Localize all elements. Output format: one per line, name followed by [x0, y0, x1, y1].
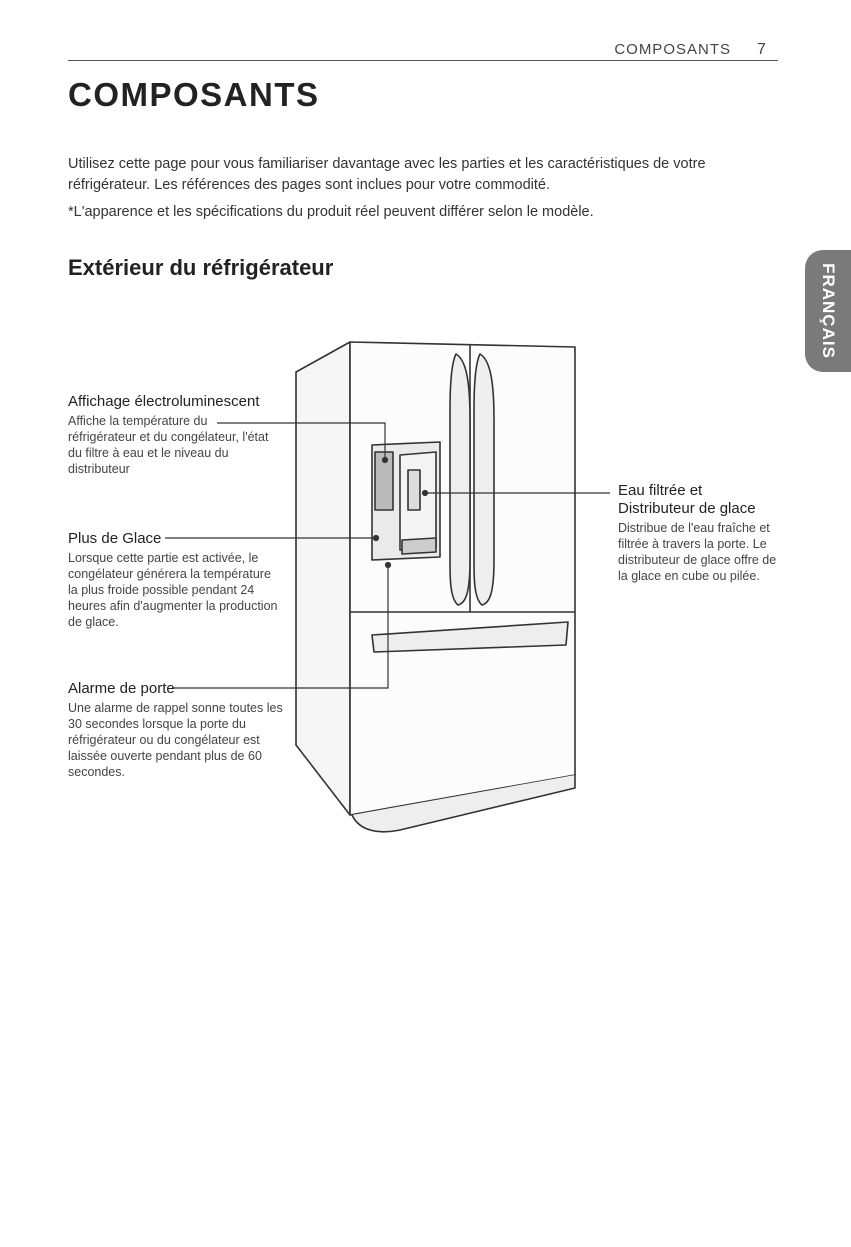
callout-display-title: Affichage électroluminescent	[68, 393, 260, 410]
callout-display-description: Affiche la température du réfrigérateur …	[68, 414, 269, 476]
header-rule	[68, 60, 778, 61]
page-number: 7	[757, 41, 766, 58]
callout-door-alarm: Alarme de porte Une alarme de rappel son…	[68, 680, 288, 780]
callout-display: Affichage électroluminescent Affiche la …	[68, 393, 278, 477]
intro-note: *L'apparence et les spécifications du pr…	[68, 204, 594, 220]
language-tab: FRANÇAIS	[805, 250, 851, 372]
callout-leader-lines	[165, 422, 610, 689]
running-header-title: COMPOSANTS	[614, 41, 731, 58]
callout-ice-plus-description: Lorsque cette partie est activée, le con…	[68, 551, 278, 629]
page-title: COMPOSANTS	[68, 76, 320, 113]
section-title: Extérieur du réfrigérateur	[68, 255, 334, 280]
callout-water-dispenser: Eau filtrée et Distributeur de glace Dis…	[618, 482, 783, 584]
callout-water-dispenser-description: Distribue de l'eau fraîche et filtrée à …	[618, 521, 777, 583]
callout-door-alarm-description: Une alarme de rappel sonne toutes les 30…	[68, 701, 283, 779]
callout-door-alarm-title: Alarme de porte	[68, 680, 175, 697]
intro-paragraph: Utilisez cette page pour vous familiaris…	[68, 156, 706, 193]
callout-water-dispenser-title: Eau filtrée et Distributeur de glace	[618, 482, 756, 517]
callout-ice-plus-title: Plus de Glace	[68, 530, 162, 547]
intro-text: Utilisez cette page pour vous familiaris…	[68, 154, 788, 229]
fridge-outline	[295, 341, 576, 833]
callout-ice-plus: Plus de Glace Lorsque cette partie est a…	[68, 530, 278, 630]
display-panel	[374, 451, 394, 511]
